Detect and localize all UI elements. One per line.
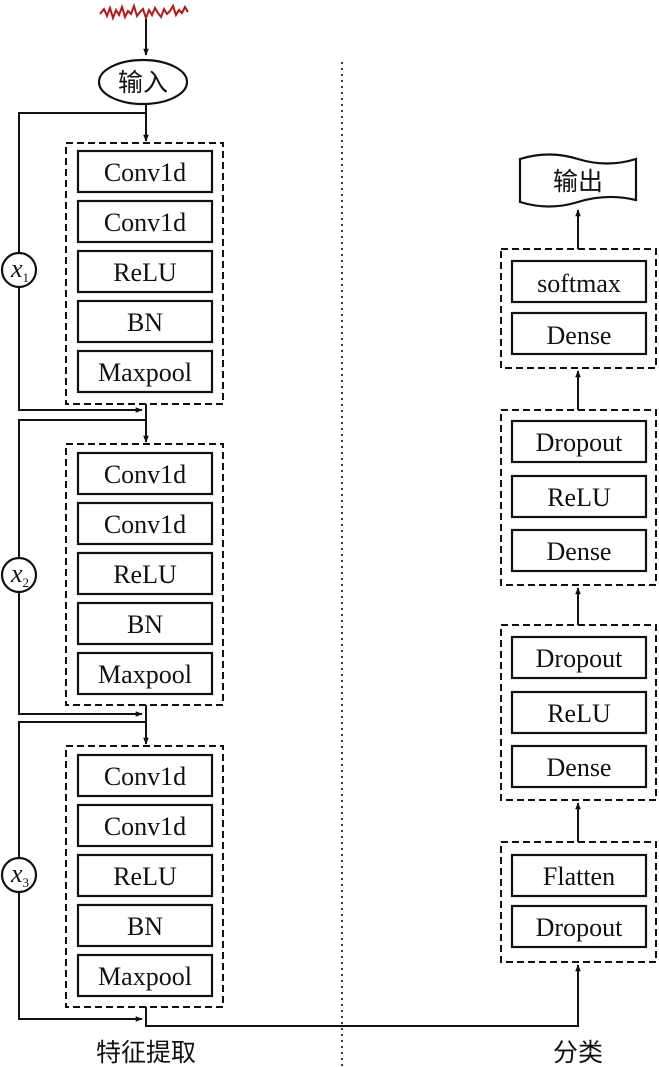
skip-label-sub: 3	[23, 875, 30, 890]
feature-extraction-section-label: 特征提取	[96, 1038, 196, 1067]
output-label: 输出	[553, 167, 603, 196]
classifier-block-dense-1: Dropout ReLU Dense	[500, 624, 657, 801]
feature-block-frame	[65, 745, 224, 1008]
layer-label: ReLU	[113, 862, 177, 891]
maxpool-layer	[76, 651, 214, 696]
classifier-block-output: softmax Dense	[500, 248, 657, 369]
feature-block-1: Conv1d Conv1d ReLU BN Maxpool	[65, 142, 224, 405]
layer-label: Conv1d	[104, 208, 186, 237]
bn-layer	[76, 601, 214, 646]
features-to-classifier-connector	[145, 964, 581, 1027]
layer-label: ReLU	[547, 699, 611, 728]
layer-label: BN	[127, 912, 163, 941]
relu-layer	[76, 551, 214, 596]
conv1d-layer	[76, 451, 214, 496]
dense-layer	[510, 528, 648, 573]
svg-text:x2: x2	[10, 559, 29, 590]
softmax-layer	[510, 259, 648, 304]
relu-layer	[510, 690, 648, 735]
relu-layer	[510, 474, 648, 519]
layer-label: Conv1d	[104, 510, 186, 539]
skip-label-x2: x2	[0, 556, 38, 594]
layer-label: Maxpool	[98, 358, 192, 387]
output-node	[518, 153, 638, 208]
layer-label: BN	[127, 610, 163, 639]
svg-text:x3: x3	[10, 859, 29, 890]
classifier-block-flatten: Flatten Dropout	[500, 841, 657, 963]
dropout-layer	[510, 904, 648, 949]
dropout-layer	[510, 635, 648, 680]
layer-label: Maxpool	[98, 962, 192, 991]
layer-label: Dense	[547, 321, 612, 350]
skip-label-x1: x1	[0, 251, 38, 289]
dropout-layer	[510, 419, 648, 464]
layer-label: Conv1d	[104, 762, 186, 791]
layer-label: ReLU	[113, 560, 177, 589]
layer-label: Flatten	[543, 862, 615, 891]
conv1d-layer	[76, 149, 214, 194]
skip-label-base: x	[10, 559, 23, 588]
maxpool-layer	[76, 953, 214, 998]
layer-label: Dense	[547, 753, 612, 782]
input-label: 输入	[118, 68, 168, 97]
layer-label: Conv1d	[104, 460, 186, 489]
layer-label: Dropout	[536, 428, 623, 457]
layer-label: Conv1d	[104, 158, 186, 187]
layer-label: Dropout	[536, 644, 623, 673]
skip-label-base: x	[10, 859, 23, 888]
layer-label: Dropout	[536, 913, 623, 942]
svg-text:x1: x1	[10, 254, 29, 285]
input-signal-waveform	[99, 2, 189, 22]
skip-label-sub: 2	[23, 575, 30, 590]
conv1d-layer	[76, 753, 214, 798]
feature-block-frame	[65, 443, 224, 706]
bn-layer	[76, 903, 214, 948]
feature-block-frame	[65, 142, 224, 405]
layer-label: Dense	[547, 537, 612, 566]
classification-section-label: 分类	[553, 1038, 603, 1067]
feature-block-3: Conv1d Conv1d ReLU BN Maxpool	[65, 745, 224, 1008]
classifier-block-dense-2: Dropout ReLU Dense	[500, 409, 657, 586]
dense-layer	[510, 744, 648, 789]
layer-label: ReLU	[547, 483, 611, 512]
feature-block-2: Conv1d Conv1d ReLU BN Maxpool	[65, 443, 224, 706]
input-node	[97, 58, 189, 106]
layer-label: ReLU	[113, 258, 177, 287]
skip-label-sub: 1	[23, 270, 30, 285]
conv1d-layer	[76, 501, 214, 546]
skip-label-base: x	[10, 254, 23, 283]
layer-label: BN	[127, 308, 163, 337]
maxpool-layer	[76, 349, 214, 394]
conv1d-layer	[76, 803, 214, 848]
conv1d-layer	[76, 199, 214, 244]
skip-label-x3: x3	[0, 856, 38, 894]
relu-layer	[76, 853, 214, 898]
layer-label: softmax	[537, 269, 621, 298]
flatten-layer	[510, 853, 648, 898]
bn-layer	[76, 299, 214, 344]
dense-layer	[510, 311, 648, 356]
layer-label: Maxpool	[98, 660, 192, 689]
relu-layer	[76, 249, 214, 294]
layer-label: Conv1d	[104, 812, 186, 841]
